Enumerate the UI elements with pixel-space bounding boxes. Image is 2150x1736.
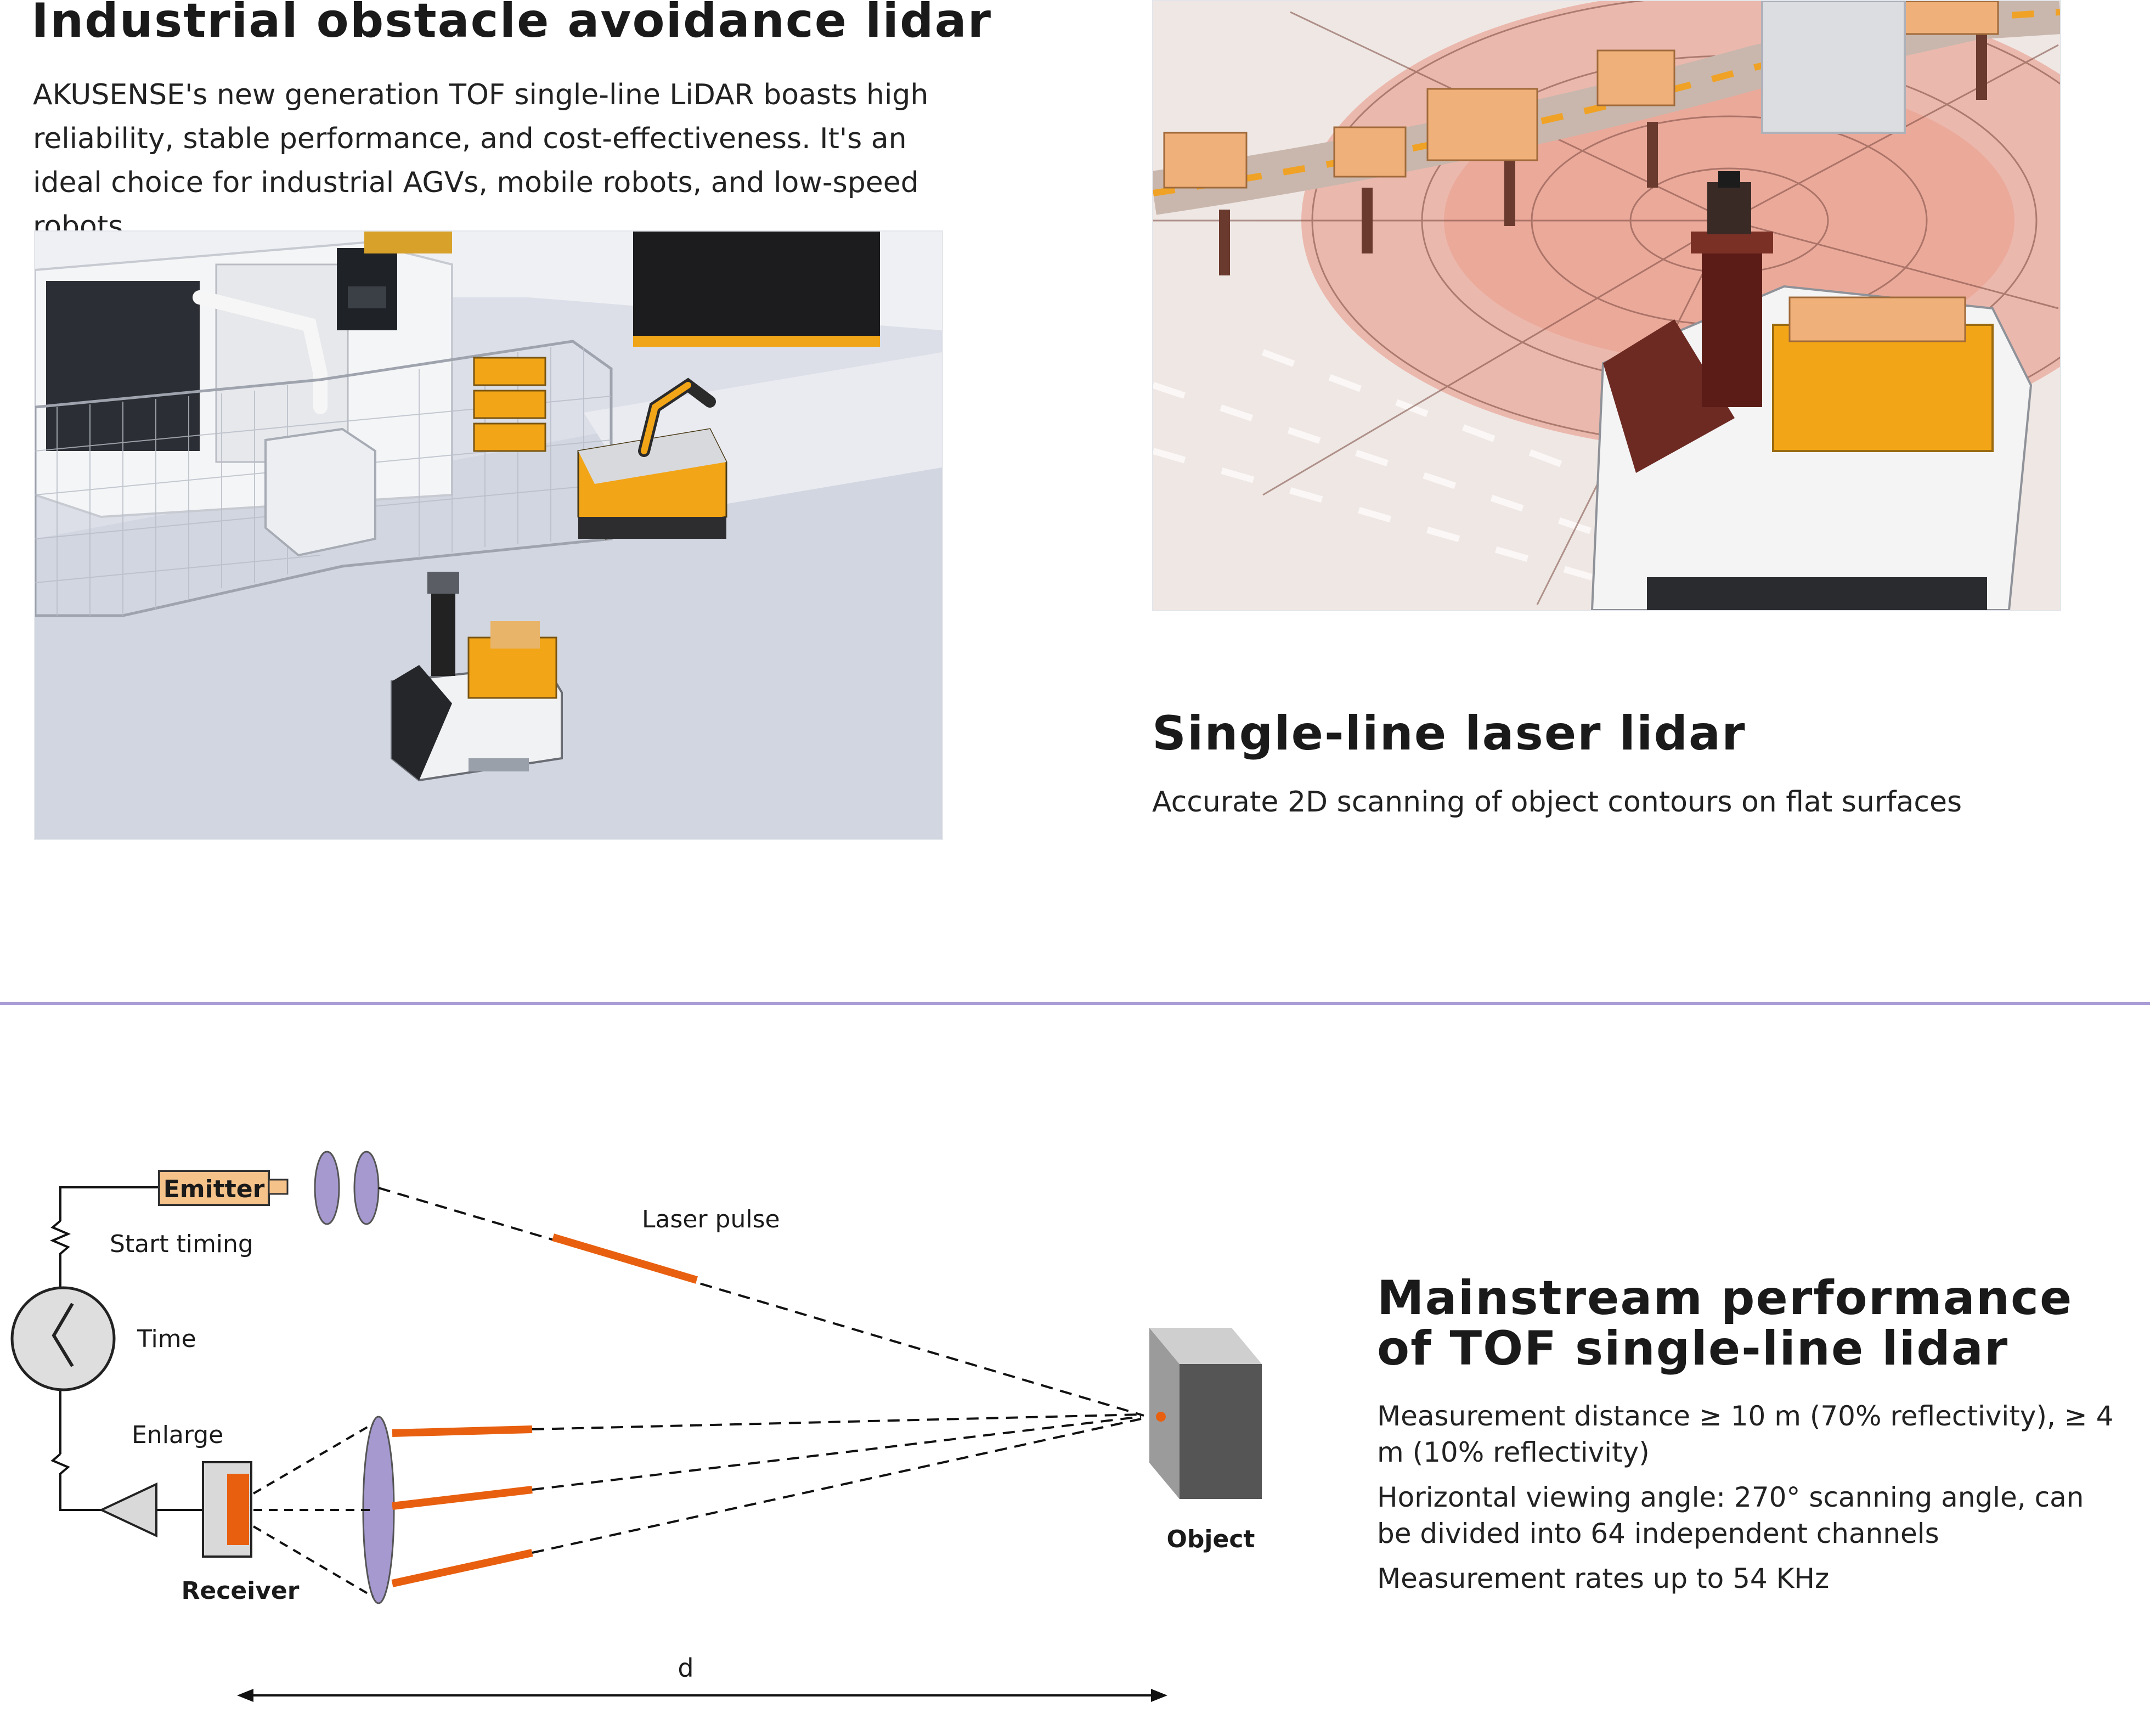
clock-icon <box>10 1286 116 1391</box>
circuit-wires <box>49 1186 203 1511</box>
emitter-lens-2 <box>353 1151 380 1225</box>
emitter-label: Emitter <box>163 1175 265 1203</box>
emitter-block <box>158 1170 289 1206</box>
tof-principle-diagram: Emitter Laser pulse Start timing Time En… <box>0 1125 1328 1734</box>
intro-description: AKUSENSE's new generation TOF single-lin… <box>33 78 929 243</box>
laser-pulse-label: Laser pulse <box>642 1205 780 1233</box>
distance-label: d <box>678 1653 693 1683</box>
section-divider <box>0 1002 2150 1005</box>
amplifier-icon <box>99 1482 157 1538</box>
spec-item-distance: Measurement distance ≥ 10 m (70% reflect… <box>1377 1400 2114 1468</box>
spec-item-viewing-angle: Horizontal viewing angle: 270° scanning … <box>1377 1481 2084 1549</box>
return-pulse-marks <box>391 1425 533 1587</box>
enlarge-label: Enlarge <box>132 1421 223 1449</box>
section-subtitle-single-line-lidar: Accurate 2D scanning of object contours … <box>1152 786 1962 819</box>
return-beam-lines <box>532 1413 1142 1554</box>
conveyor-lidar-scan-image <box>1152 0 2061 611</box>
start-timing-label: Start timing <box>110 1230 253 1258</box>
spec-item-measurement-rate: Measurement rates up to 54 KHz <box>1377 1563 1830 1594</box>
object-label: Object <box>1167 1525 1255 1553</box>
section-title-performance: Mainstream performance of TOF single-lin… <box>1377 1271 2073 1376</box>
section-title-obstacle-avoidance: Industrial obstacle avoidance lidar <box>31 0 992 48</box>
laser-pulse-mark <box>552 1233 698 1284</box>
outgoing-beam-line <box>378 1187 1144 1417</box>
distance-arrow <box>237 1689 1167 1702</box>
time-label: Time <box>137 1325 196 1353</box>
receiver-block <box>202 1461 252 1558</box>
emitter-lens-1 <box>314 1151 340 1225</box>
object-block <box>1149 1328 1262 1499</box>
factory-agv-image <box>34 230 943 840</box>
performance-spec-list: Measurement distance ≥ 10 m (70% reflect… <box>1377 1398 2118 1605</box>
section-title-single-line-lidar: Single-line laser lidar <box>1152 706 1746 761</box>
receiver-label: Receiver <box>182 1577 300 1605</box>
